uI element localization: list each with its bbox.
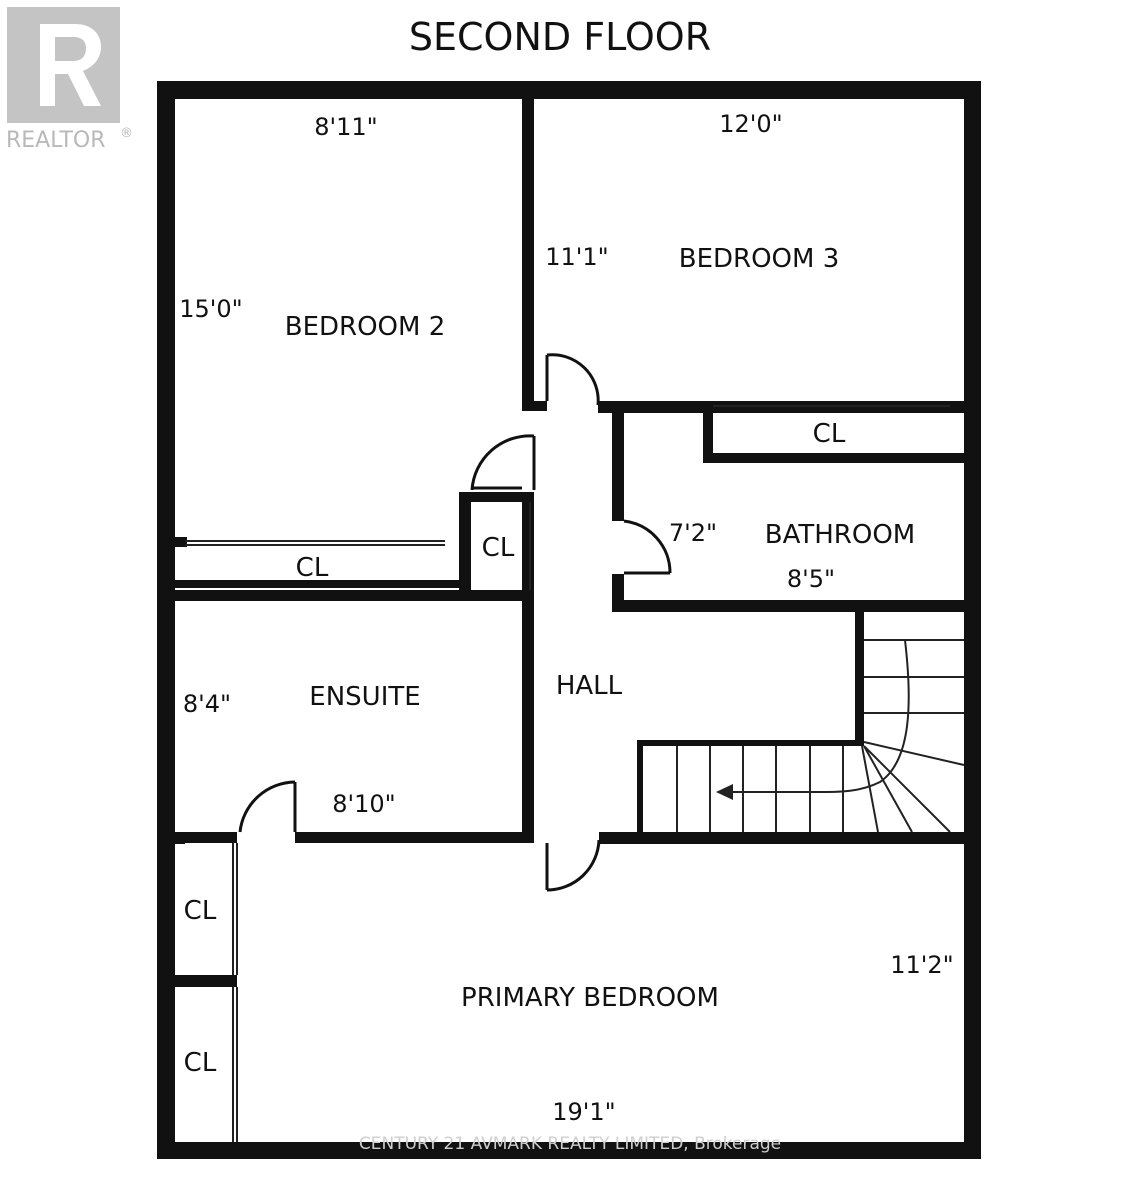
page-title: SECOND FLOOR xyxy=(409,15,711,59)
closet-label-small: CL xyxy=(482,533,515,563)
bathroom-length: 7'2" xyxy=(669,519,717,547)
ensuite-width: 8'10" xyxy=(332,790,395,818)
bedroom2-label: BEDROOM 2 xyxy=(285,312,446,342)
hall-label: HALL xyxy=(556,671,623,701)
realtor-logo-text: REALTOR xyxy=(6,128,106,153)
bedroom3-label: BEDROOM 3 xyxy=(679,244,840,274)
closet-label-bedroom2: CL xyxy=(296,553,329,583)
bedroom3-width: 12'0" xyxy=(719,110,782,138)
bathroom-label: BATHROOM xyxy=(765,520,915,550)
walls xyxy=(157,81,981,1159)
realtor-r-icon xyxy=(7,7,120,123)
primary-bedroom-label: PRIMARY BEDROOM xyxy=(461,983,719,1013)
primary-length: 11'2" xyxy=(890,951,953,979)
closet-sliding-doors xyxy=(185,405,950,1142)
realtor-logo: REALTOR ® xyxy=(6,7,133,153)
bathroom-width: 8'5" xyxy=(787,565,835,593)
bedroom3-length: 11'1" xyxy=(545,243,608,271)
bedroom2-width: 8'11" xyxy=(314,113,377,141)
ensuite-length: 8'4" xyxy=(183,690,231,718)
registered-mark: ® xyxy=(120,126,133,141)
primary-width: 19'1" xyxy=(552,1098,615,1126)
closet-label-bedroom3: CL xyxy=(813,419,846,449)
staircase xyxy=(676,639,965,833)
closet-label-primary-bottom: CL xyxy=(184,1048,217,1078)
closet-label-primary-top: CL xyxy=(184,896,217,926)
bedroom2-length: 15'0" xyxy=(179,295,242,323)
brokerage-watermark: CENTURY 21 AVMARK REALTY LIMITED, Broker… xyxy=(359,1134,781,1154)
ensuite-label: ENSUITE xyxy=(309,682,420,712)
stair-arrow-icon xyxy=(716,784,733,800)
door-swings xyxy=(238,353,672,892)
